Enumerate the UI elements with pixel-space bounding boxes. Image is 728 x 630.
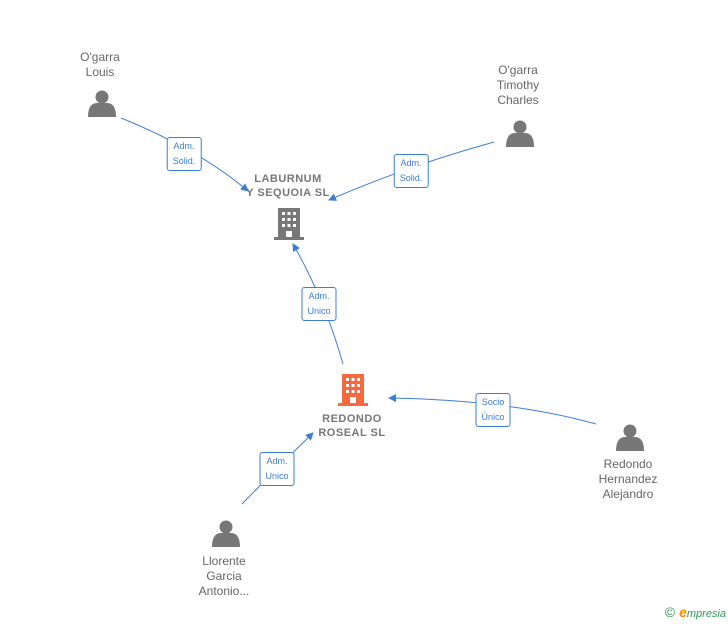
node-label-redondo-hernandez[interactable]: Redondo Hernandez Alejandro (598, 457, 658, 501)
copyright-icon: © (664, 604, 676, 620)
building-icon[interactable] (274, 208, 304, 240)
edge-label-hernandez-roseal: Socio Único (475, 393, 511, 427)
brand-initial: e (679, 604, 687, 620)
person-icon[interactable] (506, 120, 534, 148)
brand-name: mpresia (686, 608, 726, 620)
node-label-redondo-roseal[interactable]: REDONDO ROSEAL SL (318, 413, 386, 439)
building-icon[interactable] (338, 374, 368, 406)
edge-label-timothy-laburnum: Adm. Solid. (393, 154, 429, 188)
node-label-ogarra-louis[interactable]: O'garra Louis (80, 50, 120, 79)
person-icon[interactable] (88, 90, 116, 118)
node-label-ogarra-timothy[interactable]: O'garra Timothy Charles (496, 63, 540, 107)
node-label-llorente[interactable]: Llorente Garcia Antonio... (198, 554, 250, 598)
edge-label-roseal-laburnum: Adm. Unico (301, 287, 337, 321)
edge-label-llorente-roseal: Adm. Unico (259, 452, 295, 486)
edge-label-louis-laburnum: Adm. Solid. (166, 137, 202, 171)
person-icon[interactable] (212, 520, 240, 548)
brand-logo[interactable]: empresia (679, 604, 726, 620)
node-label-laburnum[interactable]: LABURNUM Y SEQUOIA SL (246, 173, 330, 199)
person-icon[interactable] (616, 424, 644, 452)
footer-brand: © empresia (665, 604, 726, 620)
